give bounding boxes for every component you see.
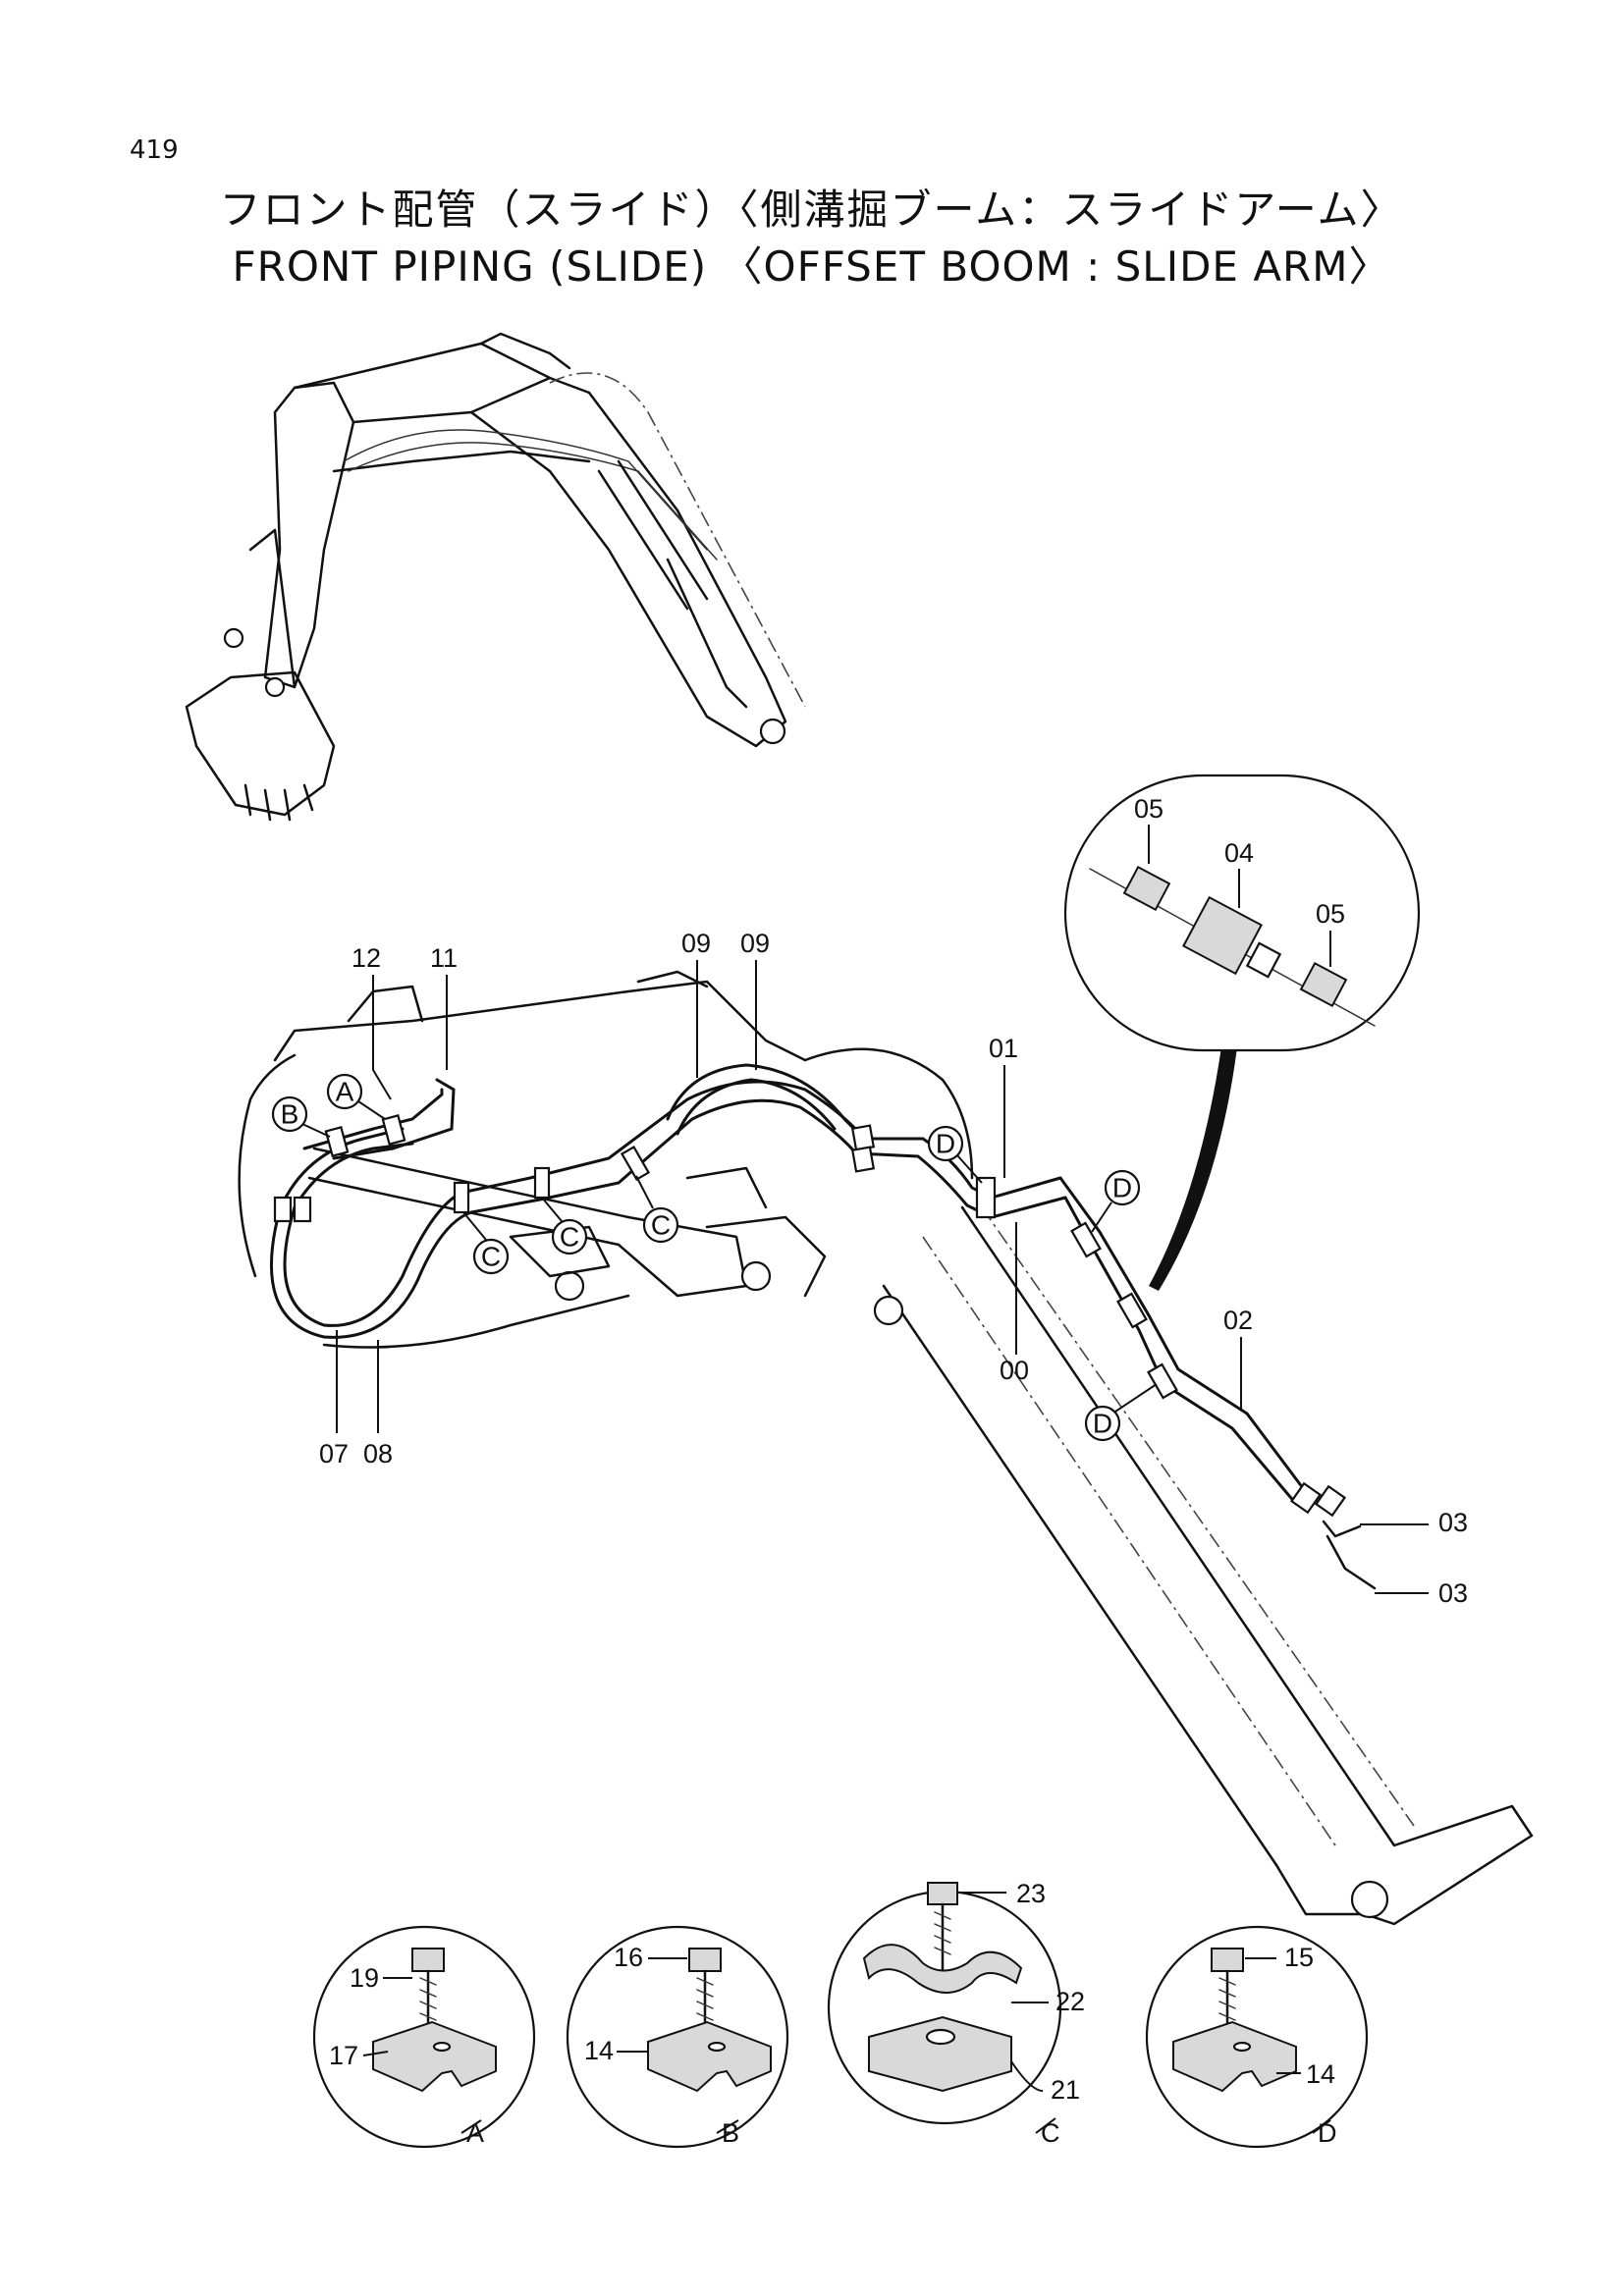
title-japanese: フロント配管（スライド）〈側溝掘ブーム：スライドアーム〉 — [219, 186, 1404, 234]
part-label-11: 11 — [430, 943, 458, 973]
detail-d: 15 14 D — [1145, 1925, 1369, 2149]
title-english: FRONT PIPING (SLIDE) 〈OFFSET BOOM : SLID… — [232, 242, 1391, 291]
svg-text:C: C — [481, 1242, 501, 1272]
part-label-08: 08 — [363, 1439, 393, 1468]
part-label-12: 12 — [352, 943, 381, 973]
detail-c-bolt-label: 23 — [1016, 1879, 1046, 1908]
part-label-00: 00 — [1000, 1356, 1029, 1385]
joint-detail-inset — [1063, 774, 1421, 1052]
detail-a-clamp-label: 17 — [329, 2041, 358, 2070]
detail-b: 16 14 B — [566, 1925, 789, 2149]
svg-text:C: C — [560, 1222, 579, 1253]
svg-text:A: A — [336, 1077, 354, 1107]
svg-text:D: D — [1093, 1409, 1112, 1439]
part-label-04: 04 — [1224, 838, 1254, 868]
svg-text:C: C — [651, 1210, 671, 1241]
part-label-09b: 09 — [740, 929, 770, 958]
callout-c3: C — [635, 1175, 679, 1244]
detail-a-letter: A — [466, 2118, 484, 2148]
svg-text:B: B — [281, 1099, 299, 1130]
svg-text:D: D — [1112, 1173, 1132, 1203]
detail-b-clamp-label: 14 — [584, 2036, 614, 2065]
detail-d-clamp-label: 14 — [1306, 2059, 1335, 2089]
callout-a: A — [326, 1073, 386, 1120]
part-label-05a: 05 — [1134, 794, 1163, 824]
callout-c2: C — [541, 1197, 588, 1255]
part-label-01: 01 — [989, 1034, 1018, 1063]
main-piping-drawing — [238, 970, 1534, 1926]
part-label-07: 07 — [319, 1439, 349, 1468]
detail-c: 23 22 21 C — [827, 1879, 1085, 2148]
callout-b: B — [271, 1095, 331, 1138]
detail-c-block-label: 21 — [1051, 2075, 1080, 2105]
inset-labels: 05 04 05 — [1134, 794, 1345, 929]
part-label-03a: 03 — [1438, 1508, 1468, 1537]
part-label-09a: 09 — [681, 929, 711, 958]
detail-a: 19 17 A — [312, 1925, 536, 2149]
detail-d-bolt-label: 15 — [1284, 1943, 1314, 1972]
callout-d2: D — [1091, 1169, 1141, 1233]
callout-d1: D — [927, 1125, 983, 1184]
page-number: 419 — [130, 135, 179, 165]
detail-a-bolt-label: 19 — [350, 1963, 379, 1993]
detail-c-plate-label: 22 — [1055, 1987, 1085, 2016]
part-label-05b: 05 — [1316, 899, 1345, 929]
callout-d3: D — [1084, 1383, 1158, 1442]
detail-b-letter: B — [722, 2118, 739, 2148]
svg-text:D: D — [936, 1129, 955, 1159]
overview-excavator-drawing — [185, 332, 806, 822]
part-labels: 12 11 09 09 01 00 02 03 03 07 08 — [319, 929, 1468, 1608]
detail-b-bolt-label: 16 — [614, 1943, 643, 1972]
part-label-02: 02 — [1223, 1306, 1253, 1335]
callout-c1: C — [462, 1211, 510, 1275]
part-label-03b: 03 — [1438, 1578, 1468, 1608]
